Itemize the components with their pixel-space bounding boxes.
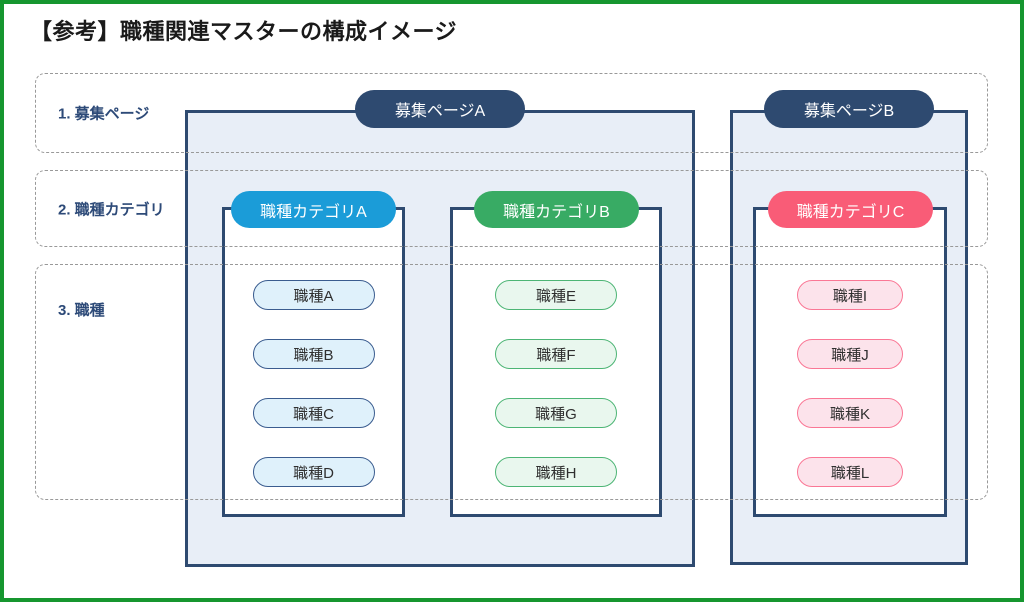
layer-row-label: 3. 職種 <box>58 302 105 319</box>
job-pill: 職種B <box>252 339 375 369</box>
job-pill: 職種J <box>797 339 903 369</box>
job-pill: 職種A <box>252 280 375 310</box>
layer-row-label: 1. 募集ページ <box>58 105 150 123</box>
job-pill: 職種C <box>252 398 375 428</box>
job-pill: 職種L <box>797 457 903 487</box>
job-pill: 職種F <box>495 339 617 369</box>
job-pill: 職種I <box>797 280 903 310</box>
job-pill: 職種H <box>495 457 617 487</box>
job-pill: 職種K <box>797 398 903 428</box>
pill-page-b: 募集ページB <box>764 90 934 128</box>
job-pill: 職種D <box>252 457 375 487</box>
page-title: 【参考】職種関連マスターの構成イメージ <box>30 19 458 44</box>
pill-page-a: 募集ページA <box>355 90 525 128</box>
job-pill: 職種G <box>495 398 617 428</box>
job-list-category-a: 職種A 職種B 職種C 職種D <box>222 280 405 517</box>
job-pill: 職種E <box>495 280 617 310</box>
job-list-category-c: 職種I 職種J 職種K 職種L <box>753 280 947 517</box>
layer-row-label: 2. 職種カテゴリ <box>58 201 165 218</box>
pill-category-b: 職種カテゴリB <box>474 191 639 228</box>
job-list-category-b: 職種E 職種F 職種G 職種H <box>450 280 662 517</box>
pill-category-c: 職種カテゴリC <box>768 191 933 228</box>
pill-category-a: 職種カテゴリA <box>231 191 396 228</box>
